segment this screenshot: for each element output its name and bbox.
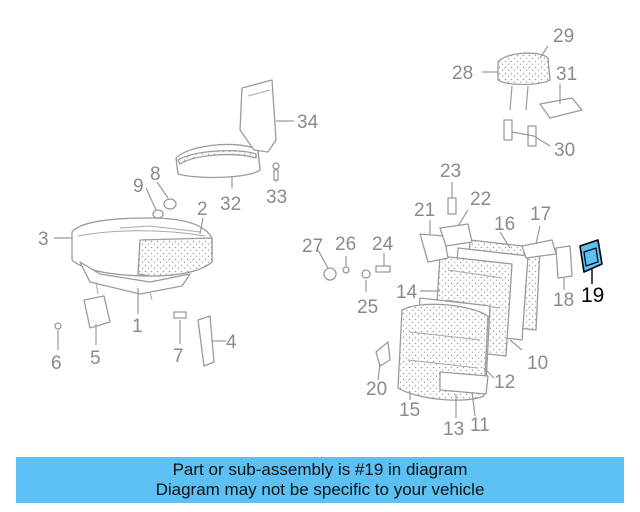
callout-15: 15 bbox=[399, 400, 420, 421]
callout-8: 8 bbox=[150, 164, 161, 185]
callout-21: 21 bbox=[414, 200, 435, 221]
callout-34: 34 bbox=[297, 112, 319, 133]
part-11-panel bbox=[439, 371, 489, 395]
part-7-pin bbox=[173, 311, 187, 319]
callout-29: 29 bbox=[553, 26, 574, 47]
callout-28: 28 bbox=[452, 63, 473, 84]
part-28-headrest bbox=[497, 52, 551, 111]
callout-26: 26 bbox=[335, 234, 356, 255]
part-3-seat-cushion bbox=[71, 217, 213, 277]
part-27-knob bbox=[323, 267, 337, 281]
callout-numbers: 1 2 3 4 5 6 7 8 9 10 11 12 13 14 15 16 1… bbox=[38, 26, 604, 440]
part-34-armrest-pad bbox=[239, 79, 277, 153]
callout-32: 32 bbox=[220, 194, 241, 215]
callout-14: 14 bbox=[396, 282, 418, 303]
callout-6: 6 bbox=[51, 353, 62, 374]
part-1-seat-frame bbox=[79, 261, 191, 301]
callout-18: 18 bbox=[553, 290, 574, 311]
part-26-clip bbox=[342, 266, 350, 274]
callout-27: 27 bbox=[302, 236, 323, 257]
banner-line-part: Part or sub-assembly is #19 in diagram bbox=[172, 460, 468, 479]
callout-25: 25 bbox=[357, 297, 378, 318]
callout-16: 16 bbox=[494, 214, 515, 235]
part-23-bolt bbox=[447, 197, 457, 215]
callout-13: 13 bbox=[443, 419, 464, 440]
part-9-washer bbox=[152, 209, 164, 219]
leader-lines bbox=[54, 45, 593, 418]
part-25-nut bbox=[361, 269, 371, 279]
part-20-clip bbox=[375, 341, 391, 367]
callout-23: 23 bbox=[440, 161, 461, 182]
callout-9: 9 bbox=[133, 176, 144, 197]
callout-22: 22 bbox=[470, 189, 491, 210]
part-8-washer bbox=[163, 198, 177, 210]
callout-12: 12 bbox=[494, 372, 515, 393]
callout-4: 4 bbox=[226, 332, 237, 353]
part-33-bolt bbox=[272, 162, 280, 181]
part-19-trim-cover bbox=[579, 239, 603, 273]
callout-30: 30 bbox=[554, 140, 575, 161]
banner-line-disclaimer: Diagram may not be specific to your vehi… bbox=[155, 480, 485, 499]
callout-24: 24 bbox=[372, 234, 394, 255]
part-32-armrest bbox=[175, 143, 261, 179]
info-banner: Part or sub-assembly is #19 in diagram D… bbox=[16, 457, 624, 503]
callout-2: 2 bbox=[197, 199, 208, 220]
part-22-latch-cover bbox=[439, 223, 473, 247]
callout-19: 19 bbox=[581, 284, 604, 307]
callout-33: 33 bbox=[266, 187, 287, 208]
callout-5: 5 bbox=[90, 348, 101, 369]
callout-7: 7 bbox=[173, 346, 184, 367]
callout-3: 3 bbox=[38, 229, 49, 250]
part-4-bracket bbox=[197, 315, 215, 367]
callout-11: 11 bbox=[470, 415, 490, 436]
callout-10: 10 bbox=[527, 353, 548, 374]
part-21-latch bbox=[419, 233, 449, 263]
part-6-clip bbox=[54, 322, 62, 330]
part-31-headrest-guide bbox=[539, 97, 583, 119]
callout-1: 1 bbox=[132, 316, 143, 337]
callout-31: 31 bbox=[556, 64, 577, 85]
callout-20: 20 bbox=[366, 379, 387, 400]
callout-17: 17 bbox=[530, 204, 551, 225]
part-5-cover bbox=[83, 295, 111, 329]
part-18-bracket bbox=[555, 245, 573, 279]
part-17-hinge bbox=[521, 239, 557, 259]
part-24-pin bbox=[375, 265, 391, 273]
